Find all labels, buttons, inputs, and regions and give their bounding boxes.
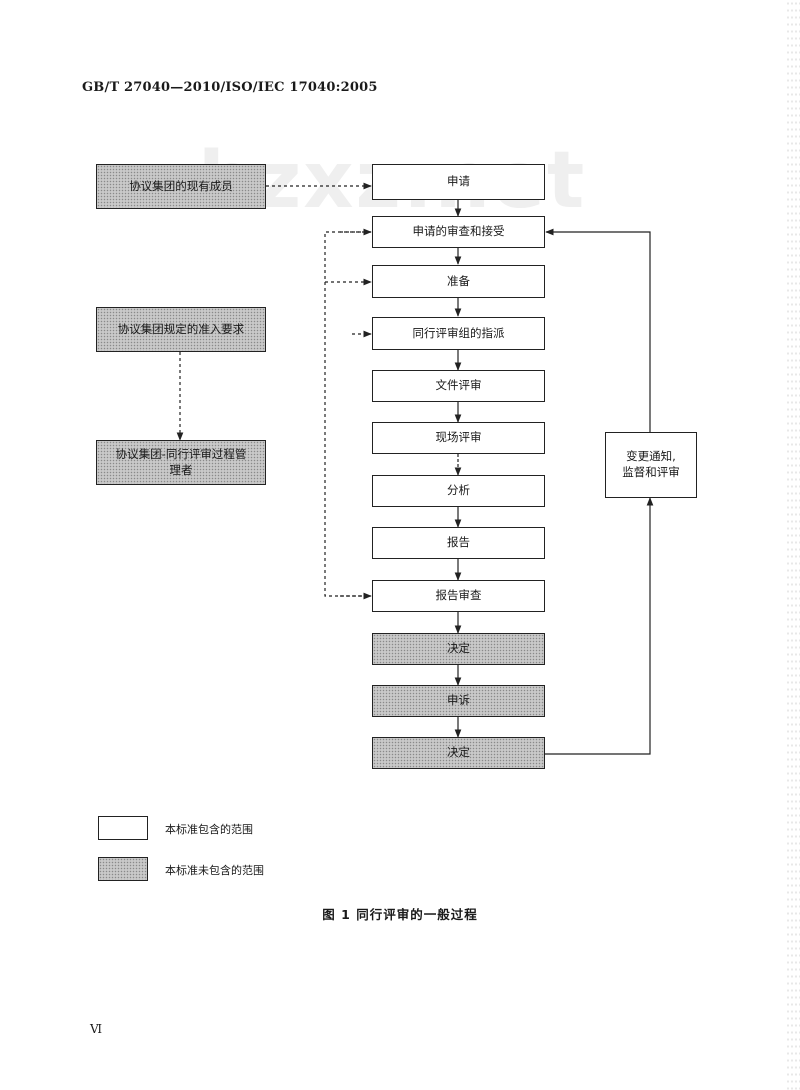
node-doc-review: 文件评审	[372, 370, 545, 402]
node-report: 报告	[372, 527, 545, 559]
node-change-line2: 监督和评审	[622, 465, 680, 479]
legend-swatch-covered	[98, 816, 148, 840]
node-apply-label: 申请	[447, 174, 470, 189]
node-appeal: 申诉	[372, 685, 545, 717]
page-number: Ⅵ	[90, 1022, 103, 1036]
node-prepare-label: 准备	[447, 273, 470, 288]
node-team-assign: 同行评审组的指派	[372, 317, 545, 350]
loop-change-to-review	[545, 228, 651, 432]
node-site-review: 现场评审	[372, 422, 545, 454]
node-doc-review-label: 文件评审	[435, 378, 482, 393]
figure-caption: 图 1 同行评审的一般过程	[322, 907, 478, 922]
node-report-review: 报告审查	[372, 580, 545, 612]
node-site-review-label: 现场评审	[435, 430, 482, 445]
node-process-manager-line1: 协议集团-同行评审过程管	[115, 446, 247, 461]
node-analysis: 分析	[372, 475, 545, 507]
node-entry-requirements: 协议集团规定的准入要求	[96, 307, 266, 352]
node-decision-final: 决定	[372, 737, 545, 769]
node-group-members: 协议集团的现有成员	[96, 164, 266, 209]
node-decision: 决定	[372, 633, 545, 665]
loop-final-to-change	[545, 497, 654, 755]
node-process-manager-line2: 理者	[169, 462, 193, 477]
node-prepare: 准备	[372, 265, 545, 298]
node-process-manager: 协议集团-同行评审过程管 理者	[96, 440, 266, 485]
legend-swatch-not-covered	[98, 857, 148, 881]
scan-edge-noise	[786, 0, 800, 1090]
node-team-assign-label: 同行评审组的指派	[412, 325, 505, 340]
legend-label-covered: 本标准包含的范围	[165, 823, 253, 836]
node-entry-requirements-label: 协议集团规定的准入要求	[117, 321, 245, 336]
node-apply: 申请	[372, 164, 545, 200]
node-analysis-label: 分析	[447, 483, 470, 498]
node-group-members-label: 协议集团的现有成员	[129, 178, 233, 193]
node-review-accept-label: 申请的审查和接受	[412, 224, 505, 239]
node-change-notice: 变更通知, 监督和评审	[605, 432, 697, 498]
document-header: GB/T 27040—2010/ISO/IEC 17040:2005	[82, 80, 378, 95]
node-review-accept: 申请的审查和接受	[372, 216, 545, 248]
node-report-review-label: 报告审查	[435, 588, 482, 603]
node-report-label: 报告	[447, 535, 470, 550]
node-appeal-label: 申诉	[447, 693, 470, 708]
node-decision-label: 决定	[447, 641, 470, 656]
node-change-line1: 变更通知,	[626, 449, 676, 464]
dash-left-bus	[324, 231, 371, 597]
legend-label-not-covered: 本标准未包含的范围	[165, 864, 264, 877]
node-decision-final-label: 决定	[447, 745, 470, 760]
